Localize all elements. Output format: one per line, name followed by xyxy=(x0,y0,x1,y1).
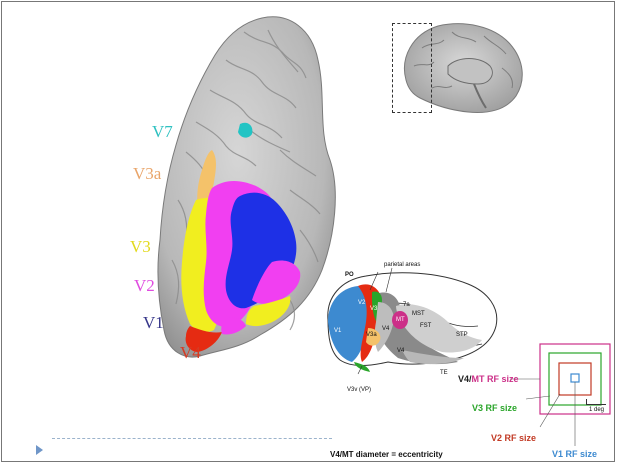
label-rf-v2: V2 RF size xyxy=(491,433,536,443)
label-scale: 1 deg xyxy=(589,407,604,414)
rf-v4mt-prefix: V4/ xyxy=(458,374,472,384)
rf-square-v1 xyxy=(571,374,579,382)
rf-v4mt-mt: MT xyxy=(472,374,485,384)
scale-bar xyxy=(586,404,606,405)
label-rf-v1: V1 RF size xyxy=(552,449,597,459)
label-rf-v3: V3 RF size xyxy=(472,403,517,413)
caption: V4/MT diameter = eccentricity xyxy=(330,450,443,460)
footer-divider xyxy=(52,438,332,439)
rf-v4mt-suffix: RF size xyxy=(485,374,519,384)
label-rf-v4mt: V4/MT RF size xyxy=(458,374,519,384)
slide-nav-arrow-icon[interactable] xyxy=(36,445,43,455)
